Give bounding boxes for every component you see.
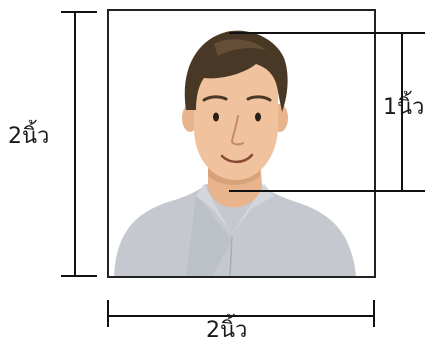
height-dimension bbox=[61, 12, 97, 276]
photo-width-label: 2นิ้ว bbox=[206, 320, 247, 342]
photo-height-label: 2นิ้ว bbox=[8, 126, 49, 148]
head-height-label: 1นิ้ว bbox=[383, 97, 424, 119]
right-eye bbox=[255, 113, 261, 122]
left-eye bbox=[213, 113, 219, 122]
